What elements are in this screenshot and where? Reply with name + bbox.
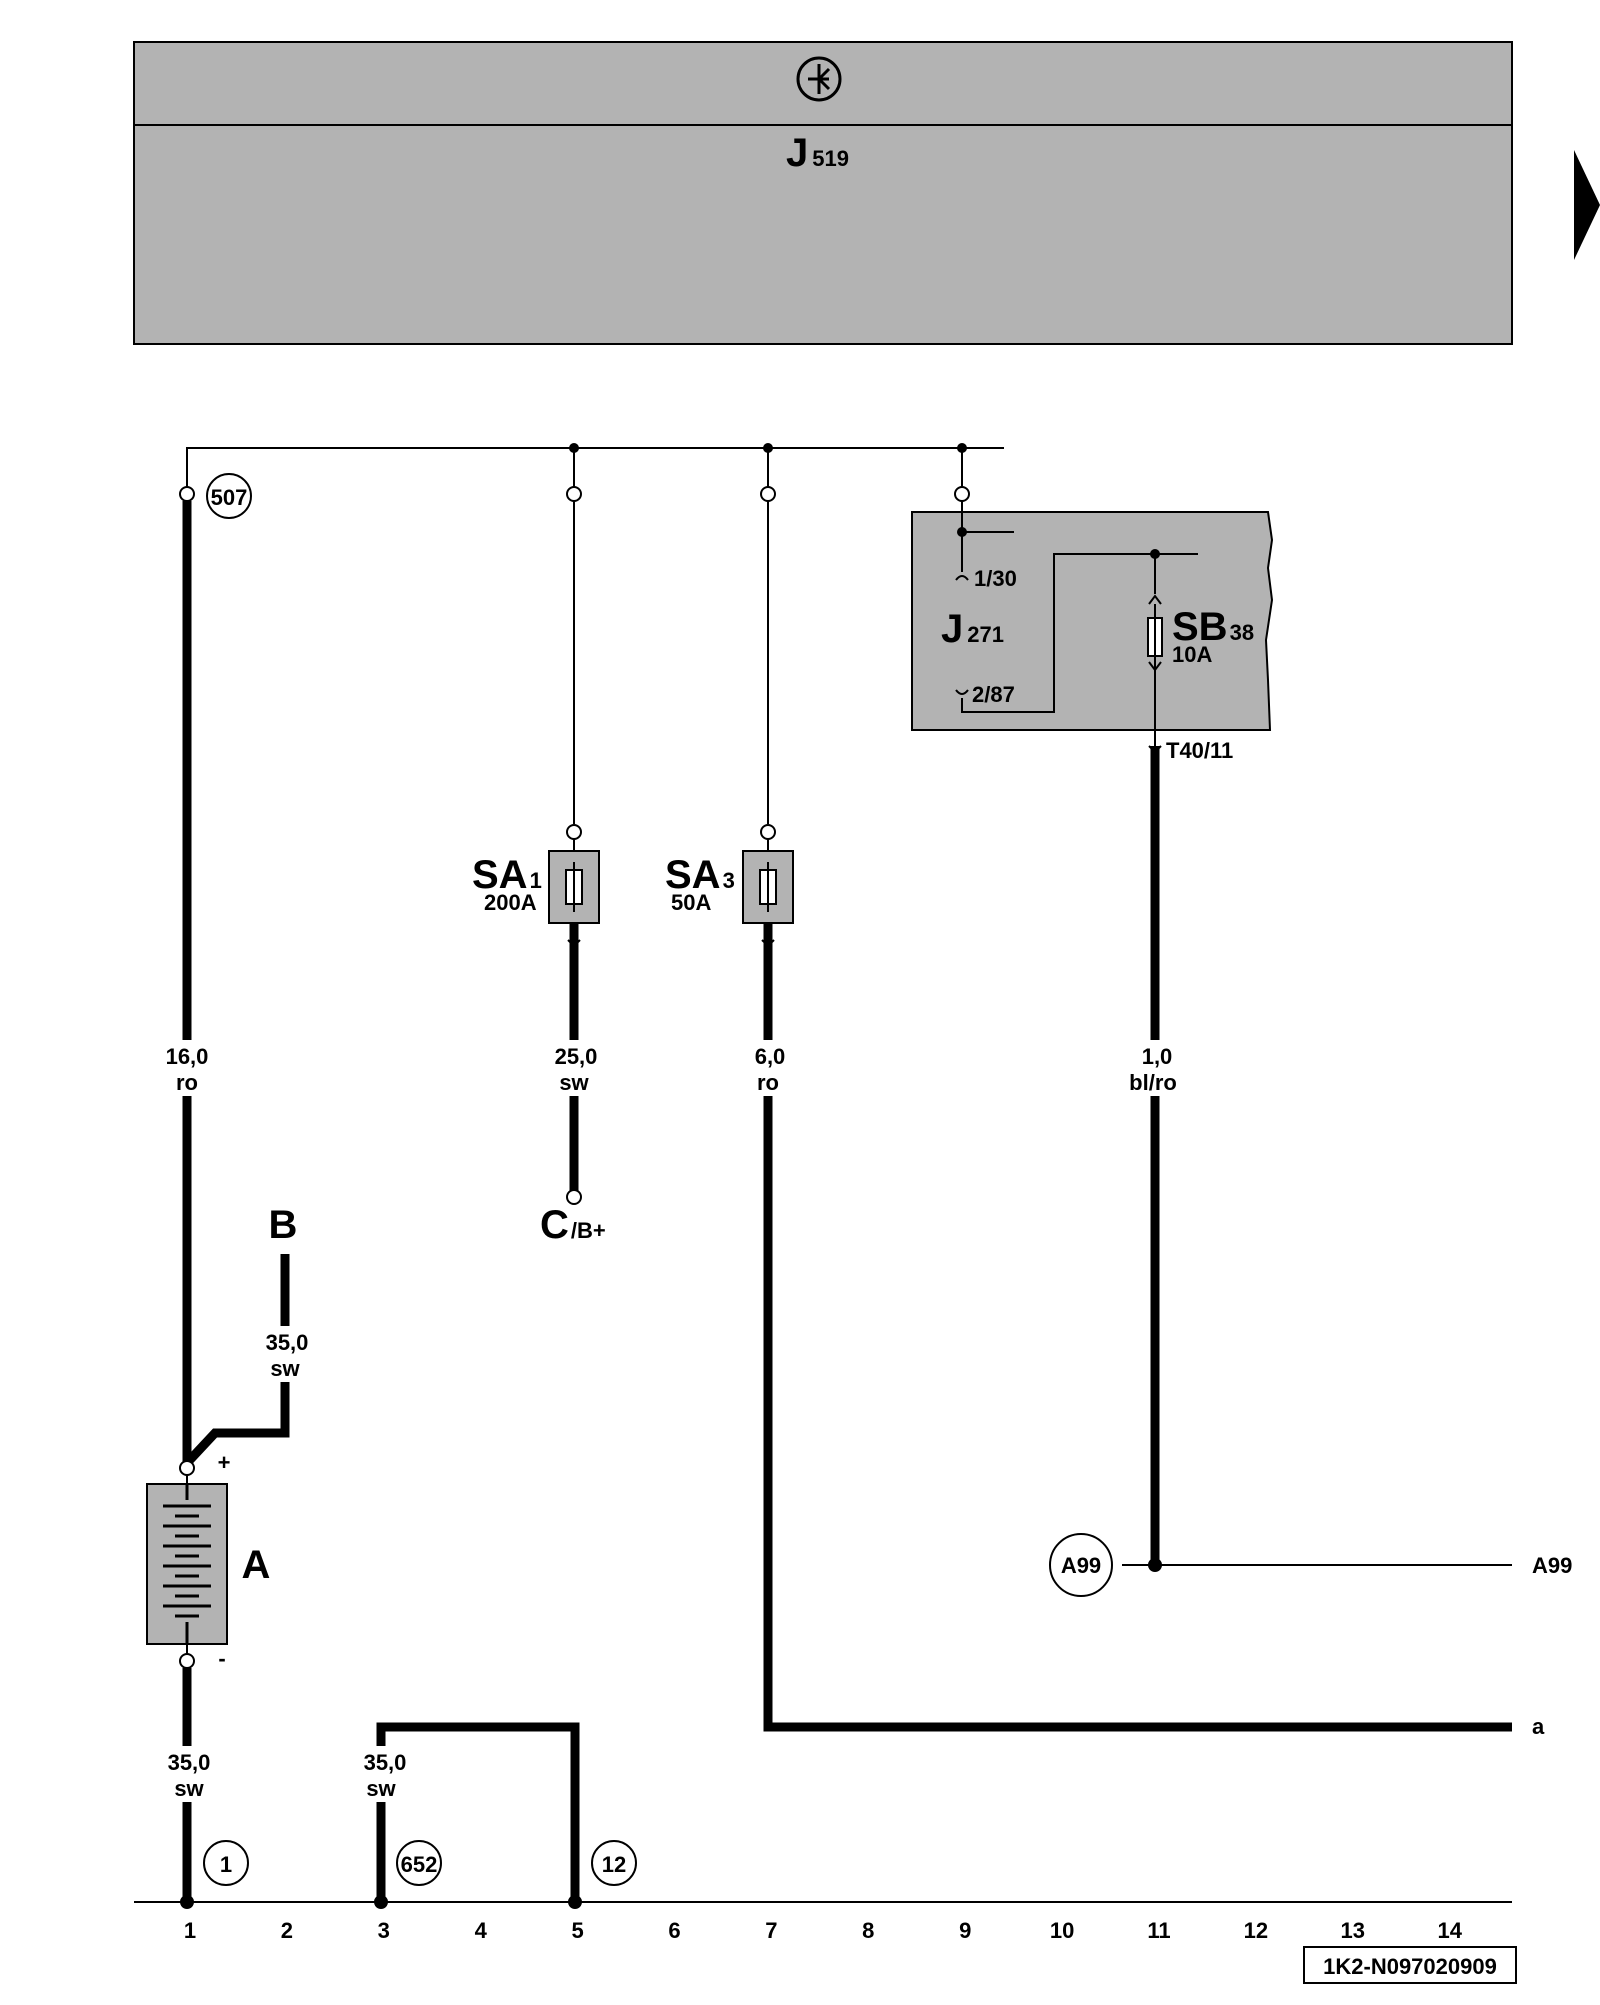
wire-color-label: sw [270,1356,300,1381]
fuse-sa1-label: SA1 [472,853,542,897]
circle-label: 12 [602,1852,626,1877]
terminal-point [566,486,582,502]
relay-internal-wire [961,553,1198,713]
battery-plus-terminal [179,1460,195,1476]
relay-box-j271 [911,511,1274,731]
wire-color-label: ro [757,1070,779,1095]
wire-size-label: 25,0 [555,1044,598,1069]
wire-label-bg [160,1040,214,1096]
terminal-point [566,824,582,840]
ruler-tick-label: 14 [1437,1918,1462,1943]
right-label-a[interactable]: a [1532,1714,1545,1739]
ruler-tick-label: 6 [668,1918,680,1943]
ruler-tick-label: 10 [1050,1918,1074,1943]
circle-label: 652 [401,1852,438,1877]
doc-id-box [1303,1946,1517,1984]
relay-pin-in-label: 1/30 [974,566,1017,591]
circle-label: A99 [1061,1553,1101,1578]
terminal-c-label: C/B+ [540,1203,606,1247]
fuse-sb38-rating: 10A [1172,642,1212,667]
battery-cells-icon [163,1484,211,1644]
wire-size-label: 35,0 [168,1750,211,1775]
terminal-point [179,486,195,502]
right-label-a99[interactable]: A99 [1532,1553,1572,1578]
transistor-switch-icon [796,56,842,102]
ruler-tick-label: 2 [281,1918,293,1943]
next-page-arrow-icon[interactable] [1574,150,1600,260]
wire-size-label: 1,0 [1142,1044,1173,1069]
terminal-point [760,486,776,502]
fuse-sa3-label: SA3 [665,853,735,897]
ruler-tick-label: 4 [475,1918,488,1943]
battery-label: A [242,1543,271,1587]
wire-label-bg [258,1326,316,1382]
wire-size-label: 6,0 [755,1044,786,1069]
terminal-point [760,824,776,840]
wire-color-label: bl/ro [1129,1070,1177,1095]
ruler-tick-label: 11 [1147,1918,1170,1943]
wire-label-bg [158,1746,218,1802]
wire-color-label: sw [174,1776,204,1801]
circle-label: 1 [220,1852,232,1877]
ruler-tick-label: 5 [571,1918,583,1943]
wire-ground-loop [376,1722,580,1902]
ruler-tick-label: 8 [862,1918,874,1943]
pin-socket-icon [955,689,969,695]
terminal-point [566,1189,582,1205]
control-module-box [133,41,1513,345]
wire-label-bg [742,1040,796,1096]
connector-circle-a99 [1049,1533,1113,1597]
minus-sign: - [218,1646,225,1671]
wire-color-label: ro [176,1070,198,1095]
wire-color-label: sw [559,1070,589,1095]
ruler-tick-label: 1 [184,1918,196,1943]
wire-size-label: 16,0 [166,1044,209,1069]
pin-socket-icon [955,575,969,581]
wire-label-bg [544,1040,604,1096]
ground-circle-507 [206,473,252,519]
ruler-tick-label: 9 [959,1918,971,1943]
plus-sign: + [218,1450,231,1475]
wire-color-label: sw [366,1776,396,1801]
fuse-sb38-label: SB38 [1172,605,1254,649]
ground-circle-1 [203,1840,249,1886]
relay-pin-out-label: 2/87 [972,682,1015,707]
top-bus-wire [186,447,1004,494]
ruler-tick-label: 7 [765,1918,777,1943]
ruler-tick-label: 3 [378,1918,390,1943]
fuse-sa3-rating: 50A [671,890,711,915]
ground-circle-652 [396,1840,442,1886]
wire-size-label: 35,0 [364,1750,407,1775]
doc-id-label: 1K2-N097020909 [1323,1954,1497,1979]
terminal-point [954,486,970,502]
connector-arrow-icon [1148,594,1162,605]
wire-label-bg [1118,1040,1192,1096]
battery-icon [146,1483,228,1645]
terminal-b-label: B [269,1203,298,1247]
wire-size-label: 35,0 [266,1330,309,1355]
battery-minus-terminal [179,1653,195,1669]
ground-circle-12 [591,1840,637,1886]
circle-label: 507 [211,485,248,510]
ruler-tick-label: 13 [1341,1918,1365,1943]
ruler-tick-label: 12 [1244,1918,1268,1943]
wire-6-ro [763,923,1512,1732]
wire-label-bg [352,1746,412,1802]
connector-label: T40/11 [1166,738,1233,763]
fuse-sa1-rating: 200A [484,890,537,915]
